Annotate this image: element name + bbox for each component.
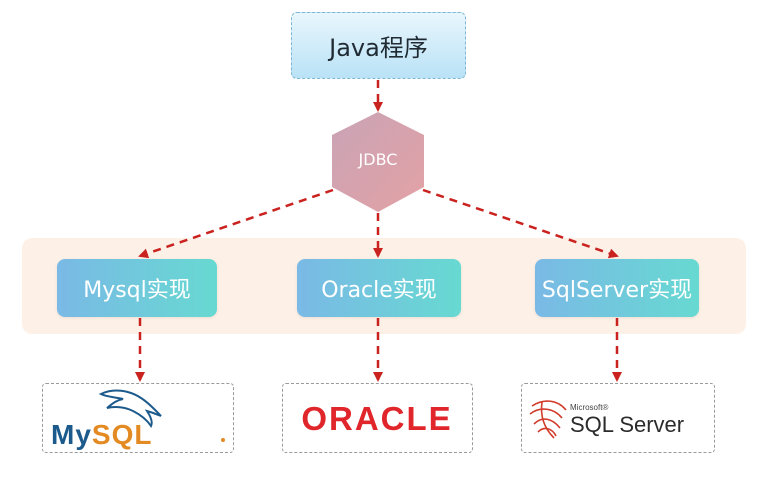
sqlserver-implementation-label: SqlServer实现 [541, 278, 693, 303]
oracle-logo: ORACLE [301, 400, 452, 437]
arrow-jdbc-to-sqlserver [422, 188, 619, 259]
mysql-logo-box: MySQL [42, 383, 234, 453]
sqlserver-small-text: Microsoft® [570, 403, 608, 412]
mysql-dolphin-icon [98, 389, 162, 428]
mysql-logo: MySQL [51, 389, 225, 450]
oracle-logo-box: ORACLE [282, 383, 473, 453]
arrow-jdbc-to-mysql [138, 188, 334, 259]
sqlserver-logo-text: SQL Server [570, 412, 684, 437]
java-program-label: Java程序 [329, 34, 428, 62]
oracle-implementation-label: Oracle实现 [321, 278, 437, 303]
mysql-implementation-node: Mysql实现 [57, 259, 217, 317]
jdbc-label: JDBC [358, 150, 398, 169]
jdbc-hexagon [332, 112, 424, 212]
sqlserver-swirl-icon [529, 400, 567, 439]
mysql-logo-text: MySQL [51, 419, 152, 450]
java-program-node: Java程序 [291, 12, 466, 79]
sqlserver-logo-box: Microsoft® SQL Server [521, 383, 715, 453]
sqlserver-implementation-node: SqlServer实现 [535, 259, 699, 317]
oracle-implementation-node: Oracle实现 [297, 259, 461, 317]
sqlserver-logo: Microsoft® SQL Server [529, 400, 684, 439]
mysql-implementation-label: Mysql实现 [83, 278, 191, 303]
oracle-logo-text: ORACLE [301, 400, 452, 437]
